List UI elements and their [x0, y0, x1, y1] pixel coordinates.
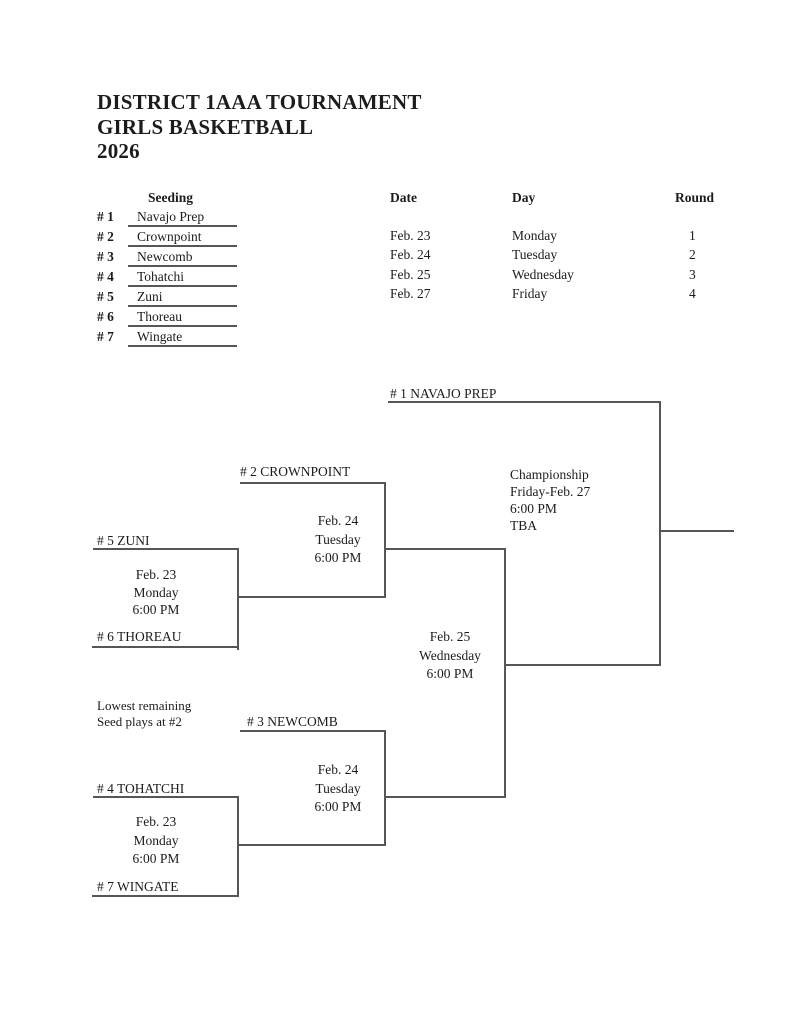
schedule-day-1: Monday [512, 228, 557, 243]
game-date: Feb. 25 [429, 629, 471, 644]
bracket-team-crownpoint: # 2 CROWNPOINT [240, 464, 351, 479]
game-day: Monday [133, 832, 179, 848]
game-day: Monday [133, 584, 179, 600]
line-navajo-underline [388, 401, 661, 403]
seed-number-4: # 4 [97, 269, 114, 284]
bracket-team-tohatchi: # 4 TOHATCHI [97, 781, 185, 796]
line-round1-upper-vertical [237, 548, 239, 650]
seed-number-3: # 3 [97, 249, 114, 264]
line-round2-lower-winner [384, 796, 506, 798]
schedule-header-date: Date [390, 190, 417, 205]
championship-date: Friday-Feb. 27 [510, 484, 591, 499]
line-round2-upper-vertical [384, 482, 386, 598]
bracket-team-wingate: # 7 WINGATE [97, 879, 179, 894]
schedule-day-2: Tuesday [512, 247, 558, 262]
title-line-1: DISTRICT 1AAA TOURNAMENT [97, 90, 422, 114]
line-semifinal-vertical [504, 548, 506, 798]
line-championship-vertical [659, 401, 661, 666]
game-time: 6:00 PM [314, 550, 362, 565]
bracket-team-newcomb: # 3 NEWCOMB [247, 714, 338, 729]
game-date: Feb. 23 [135, 567, 177, 582]
seed-team-5: Zuni [137, 289, 163, 304]
seed-number-7: # 7 [97, 329, 114, 344]
seed-team-2: Crownpoint [137, 229, 202, 244]
seed-number-5: # 5 [97, 289, 114, 304]
seed-underline-2 [128, 245, 237, 247]
line-round1-lower-vertical [237, 796, 239, 897]
note-line-1: Lowest remaining [97, 698, 192, 713]
bracket-team-navajo-prep: # 1 NAVAJO PREP [390, 386, 497, 401]
line-tohatchi-underline [93, 796, 239, 798]
schedule-header-round: Round [675, 190, 715, 205]
schedule-round-3: 3 [689, 267, 696, 282]
seed-underline-1 [128, 225, 237, 227]
game-info-round2-lower: Feb. 24 Tuesday 6:00 PM [296, 761, 380, 817]
line-semifinal-winner [504, 664, 661, 666]
seed-team-1: Navajo Prep [137, 209, 205, 224]
seed-team-3: Newcomb [137, 249, 193, 264]
seed-team-4: Tohatchi [137, 269, 185, 284]
lowest-seed-note: Lowest remaining Seed plays at #2 [97, 698, 191, 730]
game-info-round1-lower: Feb. 23 Monday 6:00 PM [114, 813, 198, 869]
schedule-date-2: Feb. 24 [390, 247, 431, 262]
seed-underline-4 [128, 285, 237, 287]
championship-venue: TBA [510, 518, 537, 533]
note-line-2: Seed plays at #2 [97, 714, 182, 729]
seeding-header: Seeding [148, 190, 194, 205]
line-round2-lower-vertical [384, 730, 386, 846]
page-title: DISTRICT 1AAA TOURNAMENT GIRLS BASKETBAL… [97, 90, 422, 164]
seed-team-7: Wingate [137, 329, 183, 344]
schedule-round-4: 4 [689, 286, 696, 301]
schedule-date-3: Feb. 25 [390, 267, 431, 282]
game-date: Feb. 24 [317, 762, 359, 777]
championship-label: Championship [510, 467, 589, 482]
game-time: 6:00 PM [132, 851, 180, 866]
schedule-round-1: 1 [689, 228, 696, 243]
schedule-day-4: Friday [512, 286, 548, 301]
seed-number-2: # 2 [97, 229, 114, 244]
seed-underline-7 [128, 345, 237, 347]
title-line-3: 2026 [97, 139, 140, 163]
schedule-date-4: Feb. 27 [390, 286, 431, 301]
game-date: Feb. 24 [317, 513, 359, 528]
seed-underline-3 [128, 265, 237, 267]
game-info-round2-upper: Feb. 24 Tuesday 6:00 PM [296, 512, 380, 568]
title-line-2: GIRLS BASKETBALL [97, 114, 314, 139]
seed-underline-5 [128, 305, 237, 307]
championship-info: Championship Friday-Feb. 27 6:00 PM TBA [510, 466, 590, 534]
line-crownpoint-underline [240, 482, 386, 484]
line-round1-upper-winner [237, 596, 386, 598]
schedule-date-1: Feb. 23 [390, 228, 431, 243]
game-day: Tuesday [315, 531, 361, 547]
schedule-round-2: 2 [689, 247, 696, 262]
game-time: 6:00 PM [314, 799, 362, 814]
line-wingate-underline [92, 895, 239, 897]
line-thoreau-underline [92, 646, 239, 648]
game-date: Feb. 23 [135, 814, 177, 829]
seed-team-6: Thoreau [137, 309, 182, 324]
game-day: Tuesday [315, 780, 361, 796]
game-info-semifinal: Feb. 25 Wednesday 6:00 PM [408, 628, 492, 684]
championship-time: 6:00 PM [510, 501, 557, 516]
line-zuni-underline [93, 548, 239, 550]
line-round1-lower-winner [237, 844, 386, 846]
game-time: 6:00 PM [426, 666, 474, 681]
schedule-header-day: Day [512, 190, 536, 205]
line-round2-upper-winner [384, 548, 506, 550]
line-champion-winner [659, 530, 734, 532]
bracket-team-zuni: # 5 ZUNI [97, 533, 150, 548]
game-day: Wednesday [419, 647, 481, 663]
game-time: 6:00 PM [132, 602, 180, 617]
game-info-round1-upper: Feb. 23 Monday 6:00 PM [114, 566, 198, 619]
seed-underline-6 [128, 325, 237, 327]
bracket-team-thoreau: # 6 THOREAU [97, 629, 182, 644]
line-newcomb-underline [240, 730, 386, 732]
seed-number-1: # 1 [97, 209, 114, 224]
schedule-day-3: Wednesday [512, 267, 574, 282]
seed-number-6: # 6 [97, 309, 114, 324]
